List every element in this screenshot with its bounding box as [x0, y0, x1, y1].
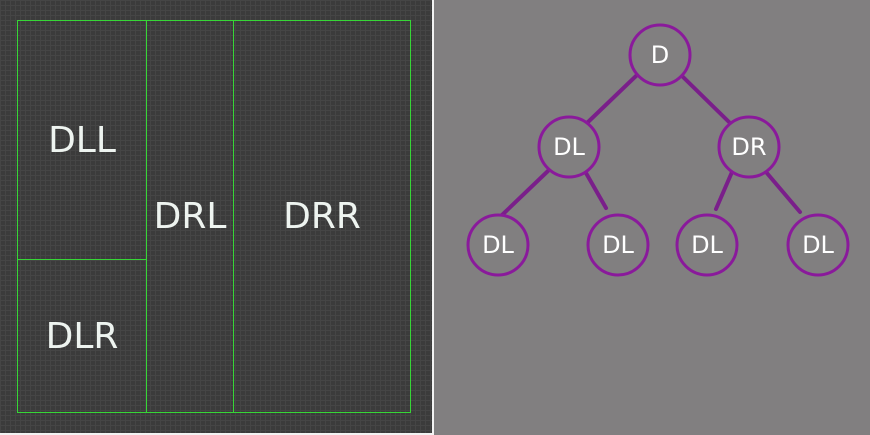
tree-edges [499, 74, 802, 218]
node-dl [537, 115, 601, 179]
edge-dr-dl3 [714, 170, 734, 211]
node-root [628, 23, 692, 87]
node-leaf-2-label: DL [602, 231, 634, 259]
node-leaf-3-label: DL [691, 231, 723, 259]
node-leaf-2 [586, 213, 650, 277]
partition-panel: DLL DLR DRL DRR [0, 0, 432, 433]
region-dll-label: DLL [48, 119, 116, 161]
region-dlr: DLR [17, 259, 147, 413]
node-leaf-4-label: DL [802, 231, 834, 259]
node-leaf-1 [466, 213, 530, 277]
node-leaf-1-label: DL [482, 231, 514, 259]
node-dr [717, 115, 781, 179]
region-drr-label: DRR [283, 196, 361, 237]
edge-dr-dl4 [764, 170, 802, 214]
region-dlr-label: DLR [45, 315, 119, 357]
region-drl-label: DRL [153, 196, 227, 237]
tree-panel: D DL DR DL DL DL DL [434, 0, 870, 435]
region-drl: DRL [146, 20, 234, 413]
node-leaf-3 [675, 213, 739, 277]
edge-dl-dl1 [499, 168, 551, 218]
tree-nodes [466, 23, 850, 277]
tree-diagram: D DL DR DL DL DL DL [466, 23, 850, 277]
node-root-label: D [651, 41, 669, 69]
edge-d-dr [680, 74, 731, 124]
node-leaf-4 [786, 213, 850, 277]
edge-dl-dl2 [584, 171, 608, 210]
node-dl-label: DL [553, 133, 585, 161]
edge-d-dl [585, 74, 638, 125]
region-dll: DLL [17, 20, 147, 260]
node-dr-label: DR [731, 133, 766, 161]
region-drr: DRR [233, 20, 411, 413]
